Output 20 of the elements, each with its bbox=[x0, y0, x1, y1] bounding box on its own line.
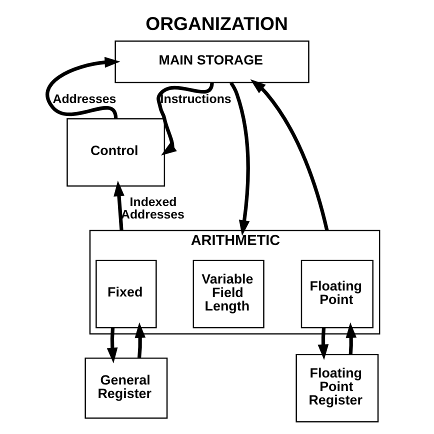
node-box: Variable Field Length bbox=[192, 260, 264, 328]
edge-label: Addresses bbox=[52, 92, 116, 106]
arrow bbox=[317, 328, 328, 360]
node-box: Control bbox=[66, 118, 165, 187]
diagram-title: ORGANIZATION bbox=[145, 13, 288, 34]
arrow bbox=[156, 82, 214, 156]
node-box: General Register bbox=[84, 358, 168, 419]
edge-label: Instructions bbox=[160, 92, 231, 106]
arrow bbox=[345, 322, 356, 355]
arrow bbox=[45, 56, 120, 120]
node-box: Fixed bbox=[95, 260, 156, 328]
arrow bbox=[106, 328, 118, 364]
edge-label: Indexed Addresses bbox=[120, 195, 184, 222]
node-box: Floating Point Register bbox=[295, 354, 378, 422]
arrow bbox=[113, 180, 124, 231]
node-box: Floating Point bbox=[300, 260, 373, 328]
arrow bbox=[134, 322, 146, 358]
node-box: MAIN STORAGE bbox=[114, 40, 309, 84]
arrow bbox=[229, 82, 250, 236]
arrow bbox=[250, 79, 328, 231]
